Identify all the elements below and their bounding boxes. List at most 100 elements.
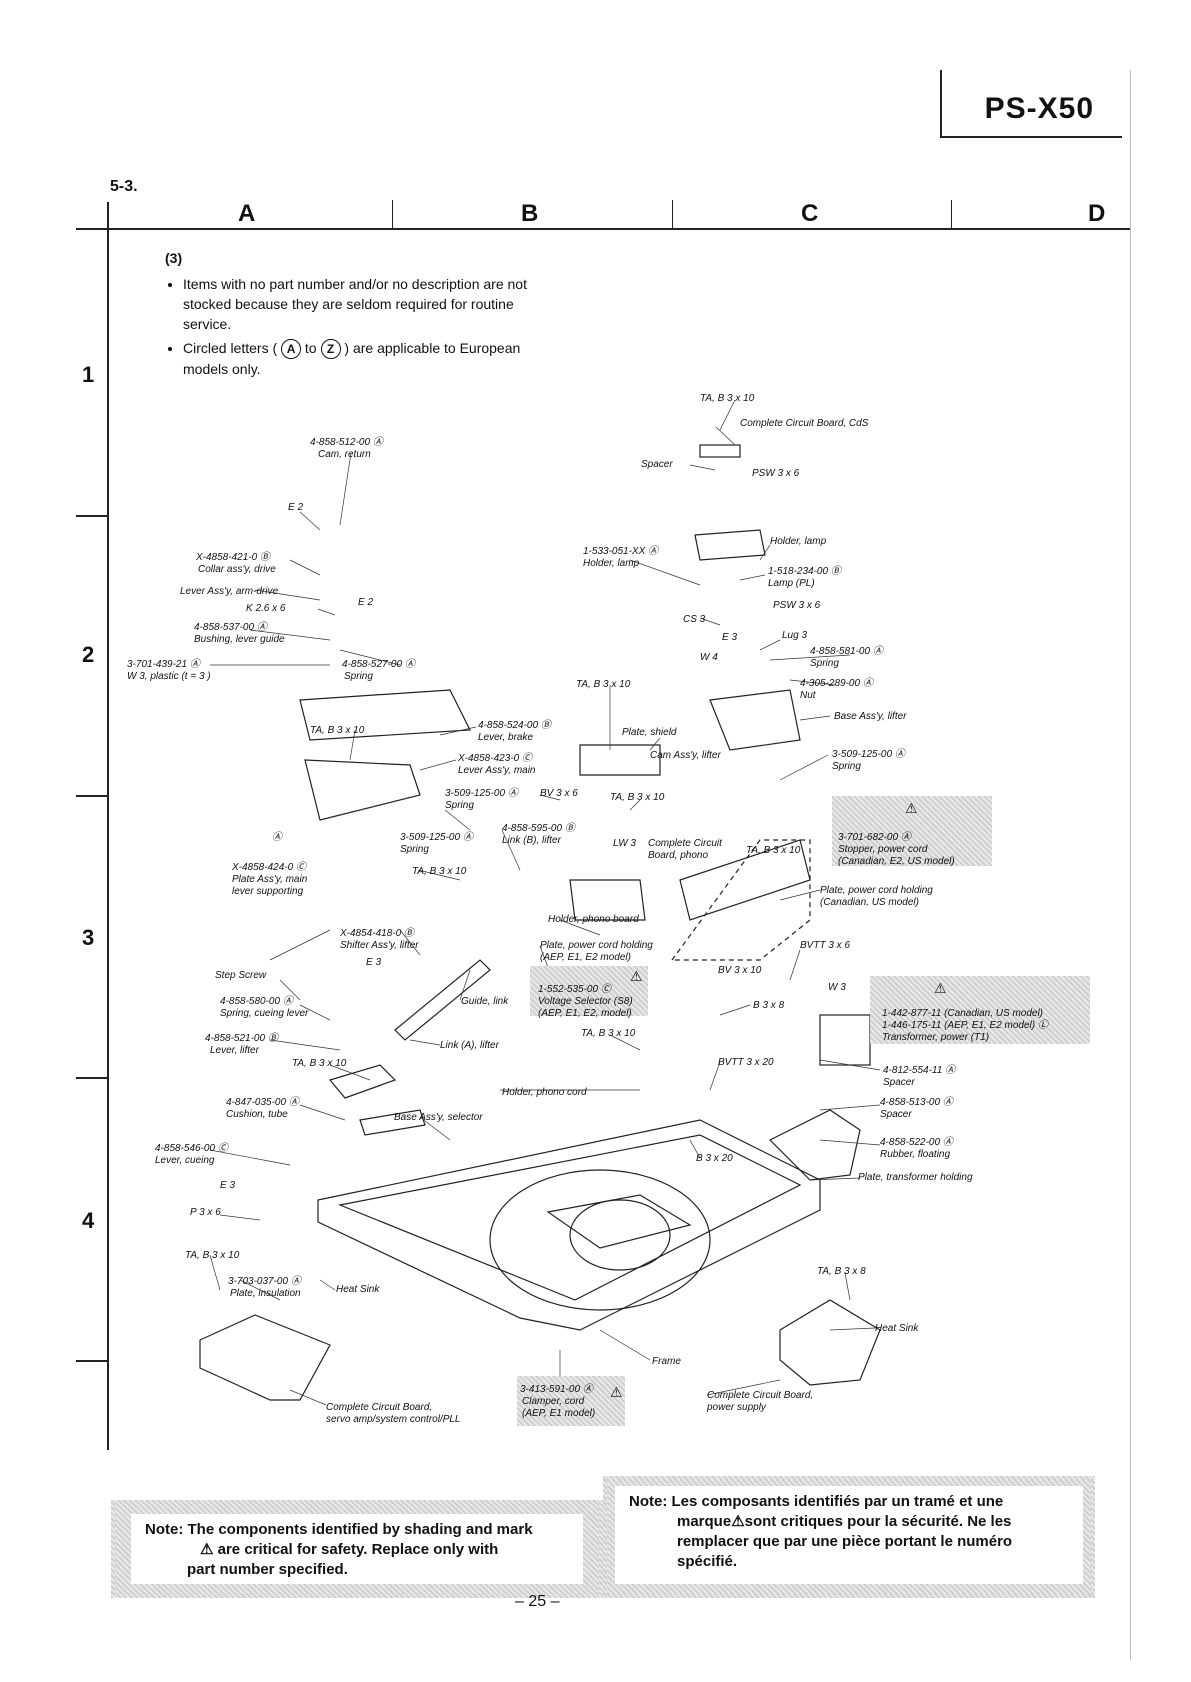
part-label: TA, B 3 x 10: [292, 1058, 347, 1069]
note-fr-line1: Note: Les composants identifiés par un t…: [629, 1492, 1069, 1512]
leader-line: [539, 794, 561, 801]
leader-line: [317, 608, 336, 616]
row-tick: [76, 795, 108, 797]
column-label-a: A: [238, 200, 256, 227]
part-label: B 3 x 20: [696, 1153, 733, 1164]
part-label: 4-847-035-00 Ⓐ: [226, 1097, 299, 1108]
part-label: 3-509-125-00 Ⓐ: [445, 788, 518, 799]
row-label-4: 4: [82, 1208, 95, 1233]
part-label: Spring: [400, 844, 429, 855]
cds-board: [699, 444, 741, 458]
part-label: Step Screw: [215, 970, 267, 981]
part-label: E 2: [358, 597, 374, 608]
leader-line: [706, 1379, 781, 1396]
column-divider: [672, 200, 673, 228]
part-label: E 3: [366, 957, 382, 968]
leader-line: [559, 919, 601, 936]
part-label: TA, B 3 x 10: [700, 393, 755, 404]
leader-line: [629, 799, 641, 811]
part-label: Shifter Ass'y, lifter: [340, 940, 419, 951]
part-label: Complete Circuit Board,: [707, 1390, 814, 1401]
leader-line: [219, 1214, 261, 1221]
part-label: Complete Circuit Board,: [326, 1402, 433, 1413]
leader-line: [254, 589, 321, 601]
part-label: Spring: [344, 671, 373, 682]
leader-line: [715, 426, 736, 446]
leader-line: [699, 617, 721, 626]
note-french: Note: Les composants identifiés par un t…: [603, 1476, 1095, 1598]
leader-line: [599, 1329, 651, 1361]
intro-bullet-stock: Items with no part number and/or no desc…: [183, 274, 543, 334]
part-label: CS 3: [683, 614, 706, 625]
chassis-inner: [337, 1134, 802, 1301]
intro-bullet-circled: Circled letters ( A to Z ) are applicabl…: [183, 338, 543, 379]
part-label: Holder, phono board: [548, 914, 639, 925]
part-label: Heat Sink: [875, 1323, 919, 1334]
leader-line: [689, 464, 716, 471]
part-label: Link (B), lifter: [502, 835, 561, 846]
part-label: W 4: [700, 652, 718, 663]
part-label: 1-518-234-00 Ⓑ: [768, 566, 841, 577]
part-label: Nut: [800, 690, 816, 701]
part-label: TA, B 3 x 10: [746, 845, 801, 856]
part-label: 4-858-513-00 Ⓐ: [880, 1097, 953, 1108]
part-label: (AEP, E1, E2, model): [538, 1008, 632, 1019]
part-label: BV 3 x 6: [540, 788, 578, 799]
part-label: Cam, return: [318, 449, 371, 460]
part-label: B 3 x 8: [753, 1000, 785, 1011]
part-label: TA, B 3 x 10: [185, 1250, 240, 1261]
part-label: K 2.6 x 6: [246, 603, 286, 614]
part-label: 4-858-512-00 Ⓐ: [310, 437, 383, 448]
part-label: Ⓐ: [272, 832, 282, 843]
part-label: Plate, power cord holding: [820, 885, 933, 896]
leader-line: [759, 639, 781, 651]
part-label: W 3, plastic (t = 3 ): [127, 671, 211, 682]
bullet2-to: to: [304, 340, 317, 356]
part-label: 4-858-522-00 Ⓐ: [880, 1137, 953, 1148]
model-box: PS-X50: [940, 70, 1122, 138]
part-label: Cam Ass'y, lifter: [650, 750, 721, 761]
leader-line: [289, 559, 321, 576]
dashed-outline: [670, 839, 811, 961]
leader-line: [299, 511, 321, 531]
leader-line: [844, 1272, 851, 1301]
warning-icon: ⚠: [630, 968, 643, 984]
leader-line: [459, 969, 471, 1001]
part-label: Lever Ass'y, main: [458, 765, 536, 776]
part-label: X-4858-421-0 Ⓑ: [196, 552, 270, 563]
part-label: 3-701-439-21 Ⓐ: [127, 659, 200, 670]
transformer-plate: [768, 1109, 861, 1181]
leader-line: [819, 1104, 881, 1111]
row-tick: [76, 1360, 108, 1362]
part-label: BVTT 3 x 6: [800, 940, 851, 951]
page-number: – 25 –: [515, 1593, 560, 1610]
part-label: TA, B 3 x 10: [581, 1028, 636, 1039]
part-label: (Canadian, E2, US model): [838, 856, 955, 867]
main-lever-plate: [304, 759, 421, 821]
part-label: (AEP, E1, E2 model): [540, 952, 631, 963]
leader-line: [269, 1039, 341, 1051]
leader-line: [409, 1039, 441, 1046]
note-fr-text2b: sont critiques pour la sécurité. Ne les: [744, 1513, 1012, 1530]
part-label: LW 3: [613, 838, 636, 849]
part-label: BV 3 x 10: [718, 965, 762, 976]
leader-line: [789, 679, 836, 686]
leader-line: [279, 979, 301, 1001]
link-a: [394, 959, 491, 1041]
part-label: Spacer: [880, 1109, 912, 1120]
leader-line: [249, 629, 331, 641]
leader-line: [289, 1389, 327, 1406]
platter-plate: [546, 1194, 692, 1249]
intro-number: (3): [165, 250, 183, 266]
part-label: PSW 3 x 6: [752, 468, 800, 479]
part-label: 4-858-581-00 Ⓐ: [810, 646, 883, 657]
part-label: Link (A), lifter: [440, 1040, 499, 1051]
grid-top-rule: [76, 228, 1130, 230]
safety-shade-clamper: [517, 1376, 625, 1426]
part-label: Heat Sink: [336, 1284, 380, 1295]
row-tick: [76, 515, 108, 517]
part-label: X-4858-424-0 Ⓒ: [232, 862, 306, 873]
row-tick: [76, 1077, 108, 1079]
part-label: Spacer: [641, 459, 673, 470]
